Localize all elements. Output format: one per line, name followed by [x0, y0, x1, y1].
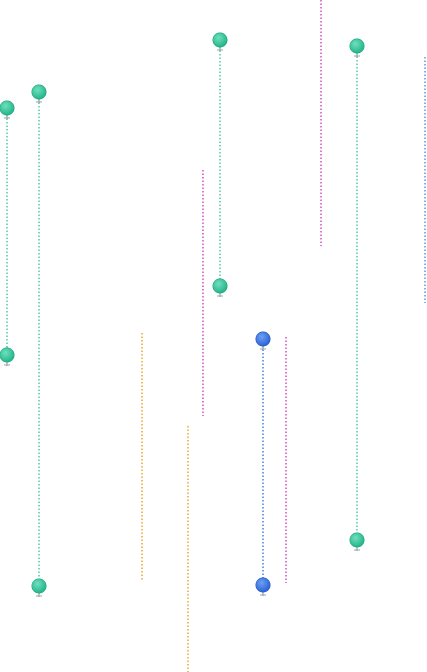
green-track-a-bottom-pin[interactable]	[0, 347, 15, 366]
green-track-c-top-pin[interactable]	[212, 32, 228, 51]
green-track-a-top-pin[interactable]	[0, 100, 15, 119]
blue-track-top-pin[interactable]	[255, 331, 271, 350]
blue-track-bottom-pin[interactable]	[255, 577, 271, 596]
green-track-d-top-pin[interactable]	[349, 38, 365, 57]
green-track-b-bottom-pin[interactable]	[31, 578, 47, 597]
green-track-b-top-pin[interactable]	[31, 84, 47, 103]
lines-layer	[6, 0, 426, 672]
green-track-c-bottom-pin[interactable]	[212, 278, 228, 297]
pins-layer	[0, 32, 365, 597]
green-track-d-bottom-pin[interactable]	[349, 532, 365, 551]
